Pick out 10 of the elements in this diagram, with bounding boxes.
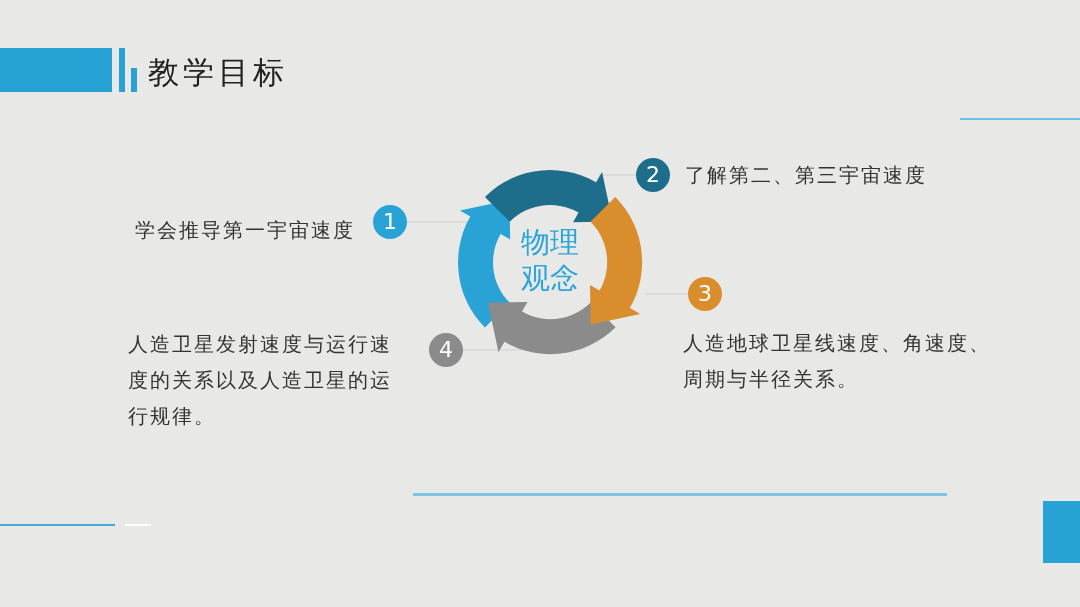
step-description: 学会推导第一宇宙速度 (135, 217, 356, 244)
step-number: 2 (636, 158, 670, 192)
step-number: 1 (373, 205, 407, 239)
step-number: 4 (429, 333, 463, 367)
step-number: 3 (688, 277, 722, 311)
step-description: 人造卫星发射速度与运行速度的关系以及人造卫星的运行规律。 (128, 331, 393, 430)
center-label: 物理观念 (519, 224, 581, 296)
slide-title: 教学目标 (148, 53, 288, 92)
step-description: 人造地球卫星线速度、角速度、周期与半径关系。 (683, 330, 992, 393)
step-description: 了解第二、第三宇宙速度 (685, 162, 928, 189)
